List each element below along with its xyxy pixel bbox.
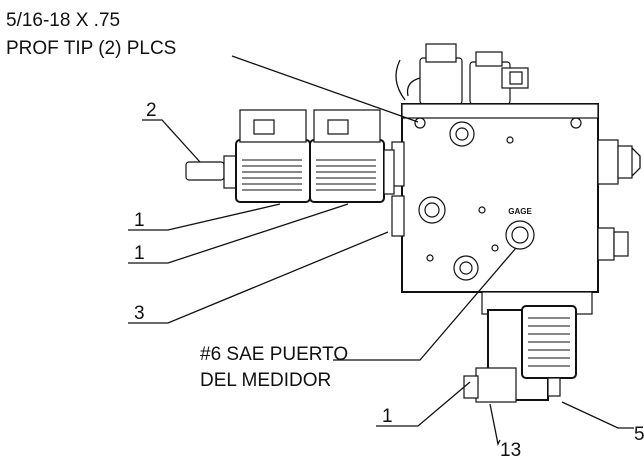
- balloon-5: 5: [634, 424, 644, 445]
- manifold-block: GAGE: [391, 103, 599, 293]
- balloon-2: 2: [146, 100, 157, 121]
- right-fittings: [597, 139, 641, 261]
- leader-lines: [128, 55, 634, 446]
- gage-port-label: GAGE: [508, 207, 532, 216]
- balloon-1-bottom: 1: [382, 406, 393, 427]
- balloon-3: 3: [134, 303, 145, 324]
- thread-spec-line2: PROF TIP (2) PLCS: [6, 38, 176, 59]
- solenoid-coils: [185, 109, 395, 203]
- gage-port-line2: DEL MEDIDOR: [200, 370, 331, 391]
- balloon-1-top: 1: [134, 210, 145, 231]
- bottom-valve: [463, 291, 593, 403]
- balloon-1-mid: 1: [134, 243, 145, 264]
- thread-spec-line1: 5/16-18 X .75: [6, 10, 120, 31]
- gage-port-line1: #6 SAE PUERTO: [200, 344, 348, 365]
- top-fittings: [395, 43, 529, 105]
- balloon-13: 13: [500, 440, 521, 461]
